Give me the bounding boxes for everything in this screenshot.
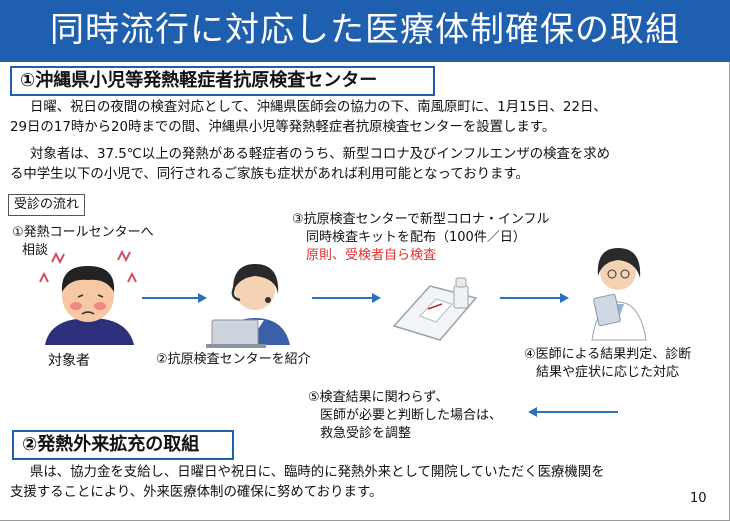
test-kit-icon: [392, 277, 478, 341]
operator-icon: [206, 264, 290, 348]
target-caption: 対象者: [48, 353, 90, 369]
page-number: 10: [690, 491, 707, 506]
section1-para1-line2: 29日の17時から20時までの間、沖縄県小児等発熱軽症者抗原検査センターを設置し…: [10, 120, 556, 135]
doctor-icon: [591, 248, 647, 341]
section1-heading: ①沖縄県小児等発熱軽症者抗原検査センター: [10, 66, 435, 96]
section1-para2-line1: 対象者は、37.5℃以上の発熱がある軽症者のうち、新型コロナ及びインフルエンザの…: [30, 147, 611, 162]
step3-line2: 同時検査キットを配布（100件／日）: [306, 230, 526, 245]
step4-line2: 結果や症状に応じた対応: [536, 365, 680, 380]
sick-child-icon: [39, 249, 137, 345]
step1-line1: ①発熱コールセンターへ: [12, 225, 154, 240]
arrow-2: [312, 293, 381, 303]
section2-para-line2: 支援することにより、外来医療体制の確保に努めております。: [10, 485, 383, 500]
step3-line1: ③抗原検査センターで新型コロナ・インフル: [292, 212, 550, 227]
step4-line1: ④医師による結果判定、診断: [524, 347, 692, 362]
step5-line1: ⑤検査結果に関わらず、: [308, 390, 449, 405]
section2-heading: ②発熱外来拡充の取組: [12, 430, 234, 460]
flow-label: 受診の流れ: [8, 194, 86, 216]
section1-para2-line2: る中学生以下の小児で、同行されるご家族も症状があれば利用可能となっております。: [10, 167, 529, 182]
step3-note: 原則、受検者自ら検査: [306, 248, 437, 263]
step5-line3: 救急受診を調整: [320, 426, 412, 441]
step2: ②抗原検査センターを紹介: [156, 352, 311, 367]
arrow-3: [500, 293, 569, 303]
title-bar: [0, 0, 730, 62]
arrow-1: [142, 293, 207, 303]
section1-para1-line1: 日曜、祝日の夜間の検査対応として、沖縄県医師会の協力の下、南風原町に、1月15日…: [30, 100, 607, 115]
step1-line2: 相談: [22, 243, 49, 258]
page-title: 同時流行に対応した医療体制確保の取組: [50, 10, 680, 50]
section2-para-line1: 県は、協力金を支給し、日曜日や祝日に、臨時的に発熱外来として開院していただく医療…: [30, 465, 605, 480]
step5-line2: 医師が必要と判断した場合は、: [320, 408, 503, 423]
arrow-4: [528, 407, 618, 417]
